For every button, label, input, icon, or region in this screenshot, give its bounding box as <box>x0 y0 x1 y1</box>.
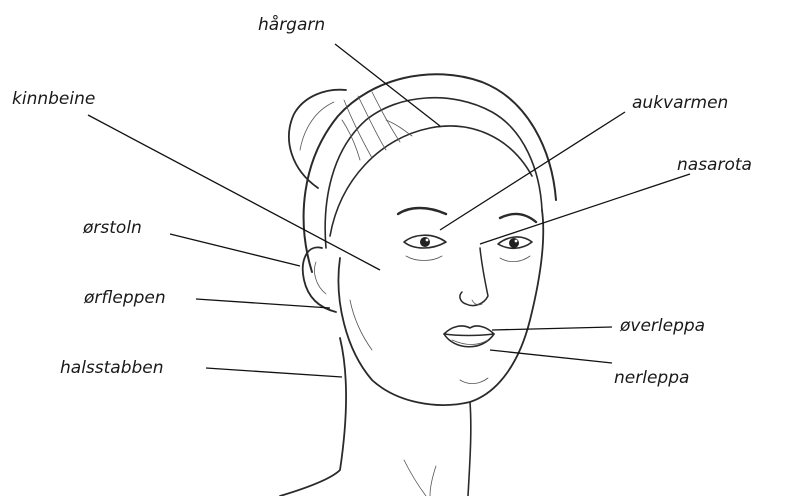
neck-left <box>280 338 346 496</box>
neck-right <box>468 402 471 496</box>
pupil-left <box>420 237 430 247</box>
upper-lip <box>444 326 494 336</box>
pupil-right <box>509 238 519 248</box>
hairline <box>330 126 532 236</box>
eyebrow-right <box>500 214 536 222</box>
leader-nerleppa <box>490 350 612 363</box>
label-aukvarmen: aukvarmen <box>632 93 728 113</box>
labels: hårgarn kinnbeine aukvarmen nasarota ørs… <box>12 14 752 388</box>
leader-overleppa <box>492 327 612 330</box>
label-overleppa: øverleppa <box>619 316 705 336</box>
leader-orstoln <box>170 234 300 266</box>
label-halsstabben: halsstabben <box>60 358 164 378</box>
leader-halsstabben <box>206 368 342 377</box>
leader-aukvarmen <box>440 112 625 230</box>
label-hargarn: hårgarn <box>258 14 325 35</box>
label-orfleppen: ørfleppen <box>83 288 166 308</box>
nose <box>460 248 488 306</box>
eyebrow-left <box>398 208 446 214</box>
label-nerleppa: nerleppa <box>614 368 689 388</box>
label-kinnbeine: kinnbeine <box>12 89 95 109</box>
leader-kinnbeine <box>88 115 380 270</box>
face-illustration <box>280 74 556 496</box>
label-orstoln: ørstoln <box>82 218 142 238</box>
leader-lines <box>88 44 690 377</box>
hair-bun <box>289 90 346 188</box>
label-nasarota: nasarota <box>677 155 752 175</box>
leader-orfleppen <box>196 299 330 308</box>
leader-hargarn <box>335 44 440 126</box>
